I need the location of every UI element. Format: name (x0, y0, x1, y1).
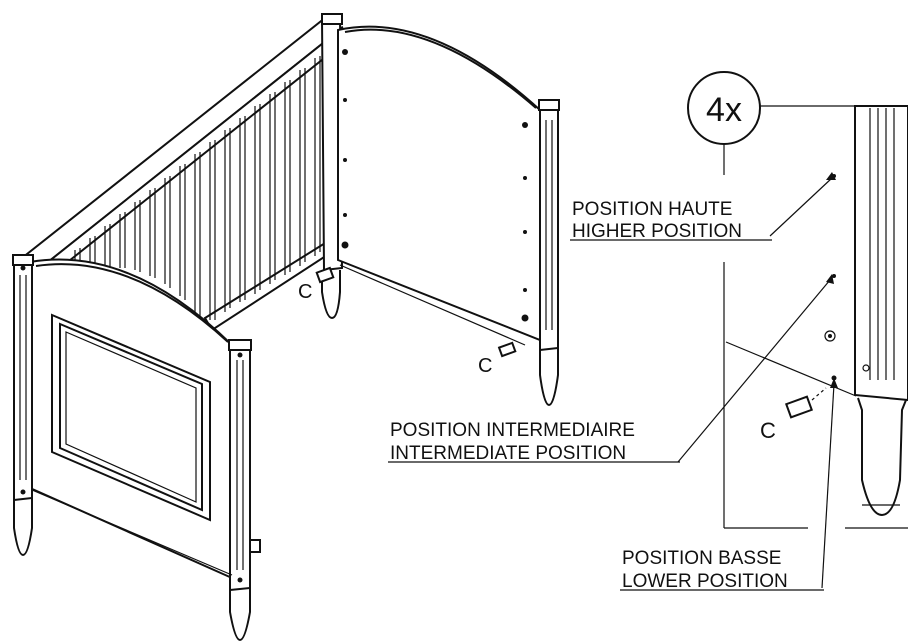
label-high-fr: POSITION HAUTE (572, 199, 732, 220)
part-c-label-3: C (760, 418, 776, 443)
slats (59, 56, 321, 320)
part-c-label-2: C (478, 355, 492, 377)
callout-count: 4x (706, 91, 742, 129)
base-guide-line (339, 264, 526, 346)
label-low-fr: POSITION BASSE (622, 548, 781, 569)
label-mid-fr: POSITION INTERMEDIAIRE (390, 420, 635, 441)
label-high-en: HIGHER POSITION (572, 221, 742, 242)
part-c-bracket-2: C (478, 341, 517, 377)
label-mid-en: INTERMEDIATE POSITION (390, 443, 626, 464)
right-end-panel (337, 25, 560, 407)
part-c-label-1: C (298, 281, 312, 303)
slatted-side-rail (20, 13, 344, 332)
part-c-bracket-1: C (298, 266, 335, 303)
label-low-en: LOWER POSITION (622, 571, 788, 592)
base-guide-line-2 (31, 489, 233, 576)
left-end-panel (12, 254, 261, 642)
detail-view: 4x C (388, 71, 908, 591)
